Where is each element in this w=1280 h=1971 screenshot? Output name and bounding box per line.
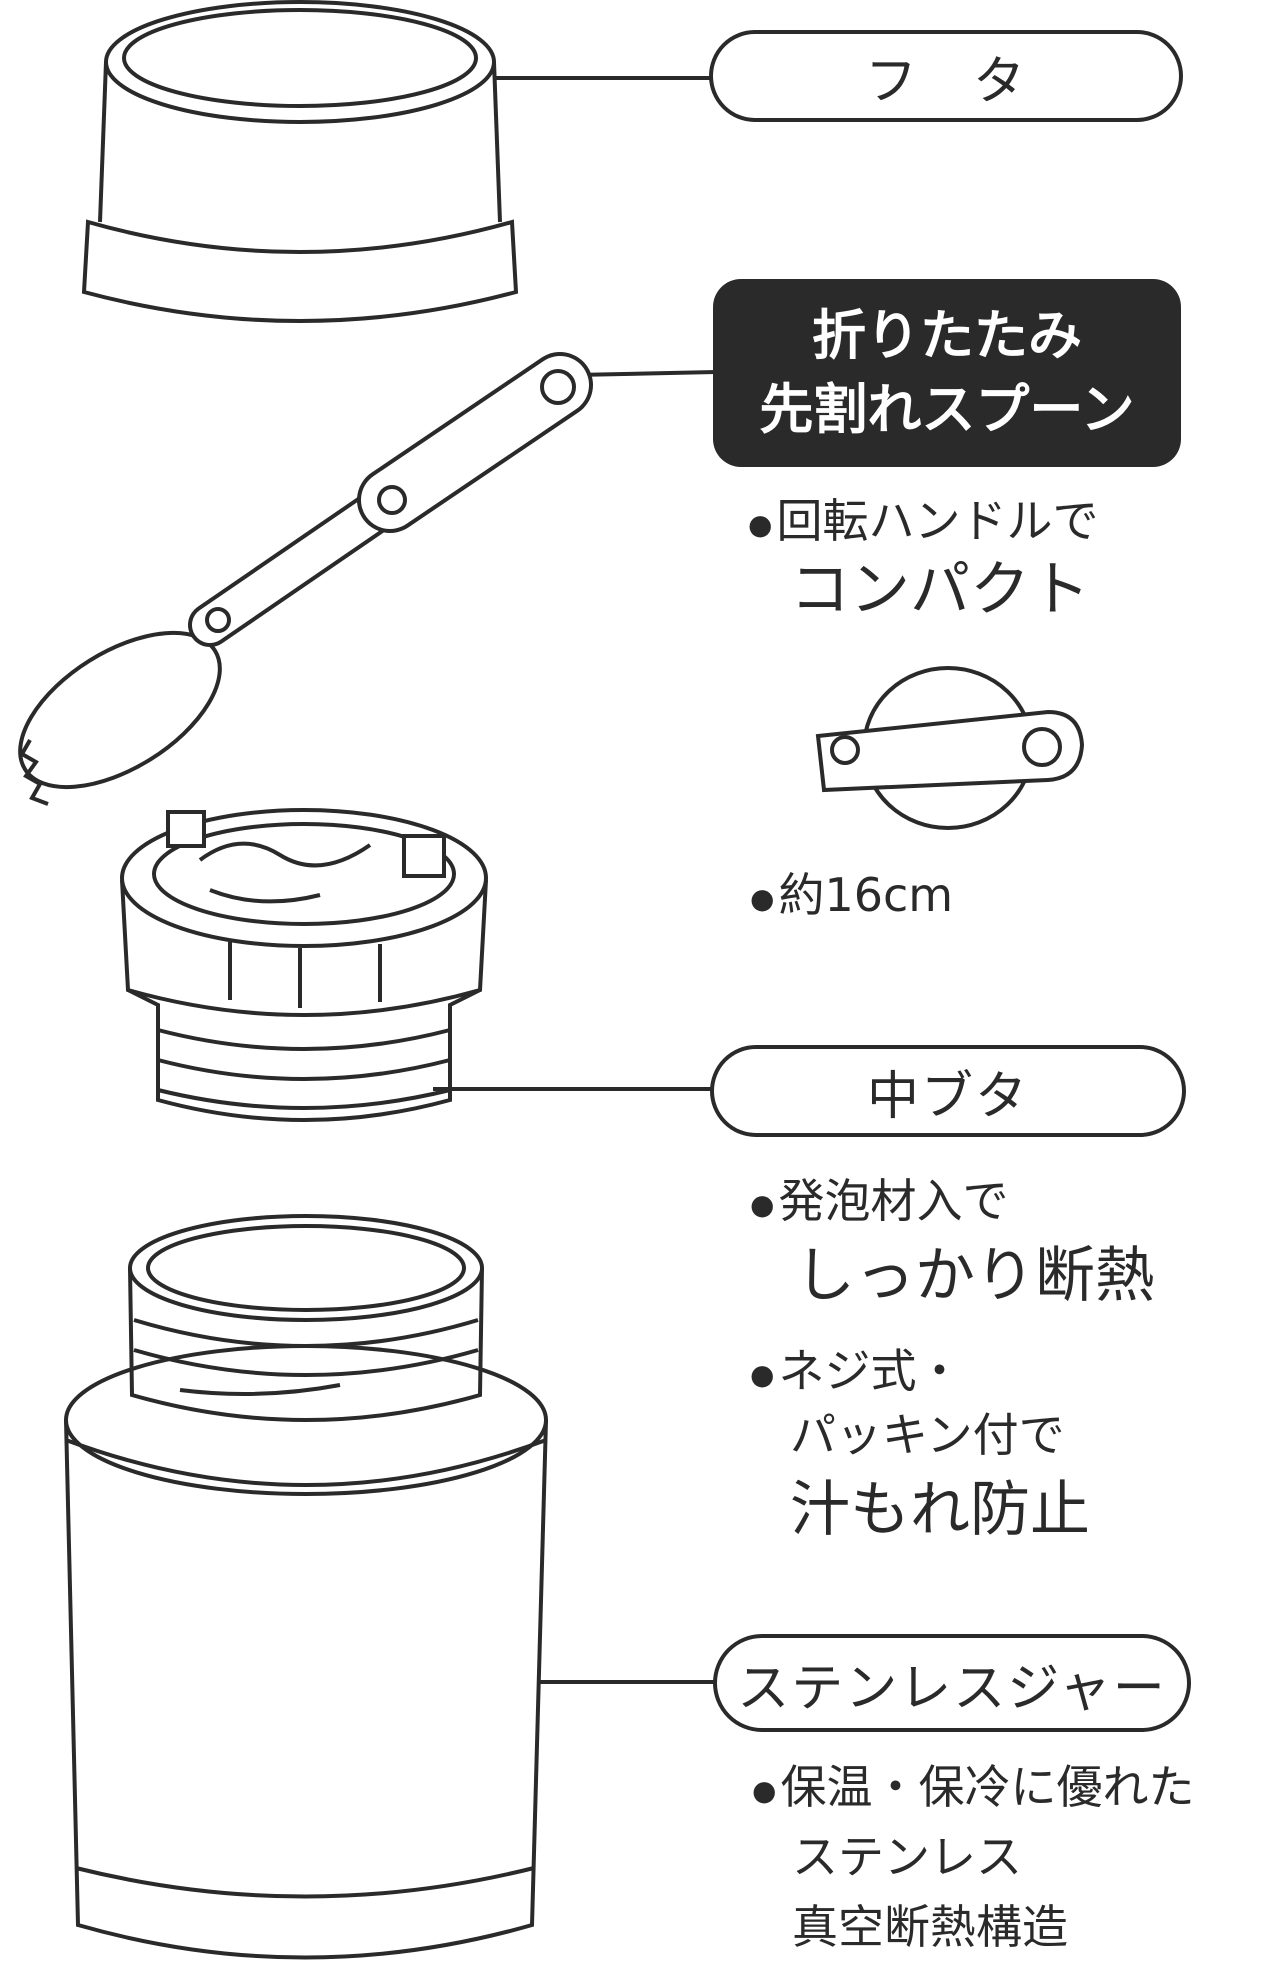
jar-label: ステンレスジャー bbox=[713, 1634, 1191, 1732]
folded-spoon-icon bbox=[815, 666, 1085, 830]
inner-lid-feature-2-line2: パッキン付で bbox=[790, 1408, 1065, 1462]
inner-lid-label-text: 中ブタ bbox=[866, 1066, 1029, 1127]
inner-lid-label: 中ブタ bbox=[710, 1045, 1186, 1137]
jar-feature-1-line3: 真空断熱構造 bbox=[792, 1900, 1068, 1954]
inner-lid-feature-1-line1: 発泡材入で bbox=[750, 1178, 1008, 1224]
spoon-feature-1-line2: コンパクト bbox=[790, 555, 1090, 625]
spoon-leader-line bbox=[574, 370, 717, 377]
lid-label-text: フ タ bbox=[864, 51, 1027, 112]
inner-lid-feature-1-line2: しっかり断熱 bbox=[795, 1241, 1155, 1311]
lid-label: フ タ bbox=[709, 30, 1183, 122]
jar-feature-1-line2: ステンレス bbox=[792, 1830, 1022, 1884]
inner-lid-feature-2-line3: 汁もれ防止 bbox=[790, 1475, 1090, 1545]
inner-lid-feature-2-line1: ネジ式・ bbox=[750, 1348, 962, 1394]
spoon-feature-1-line1: 回転ハンドルで bbox=[748, 498, 1098, 544]
lid-illustration bbox=[81, 0, 519, 323]
jar-illustration bbox=[64, 1214, 548, 1960]
jar-feature-1-line1: 保温・保冷に優れた bbox=[752, 1764, 1194, 1810]
spoon-feature-2: 約16cm bbox=[750, 872, 953, 918]
spoon-illustration bbox=[18, 352, 593, 806]
inner-lid-illustration bbox=[120, 808, 488, 1122]
spoon-label: 折りたたみ 先割れスプーン bbox=[713, 279, 1181, 467]
spoon-label-line1: 折りたたみ bbox=[812, 304, 1082, 367]
spoon-label-line2: 先割れスプーン bbox=[759, 378, 1135, 441]
jar-label-text: ステンレスジャー bbox=[737, 1658, 1167, 1719]
